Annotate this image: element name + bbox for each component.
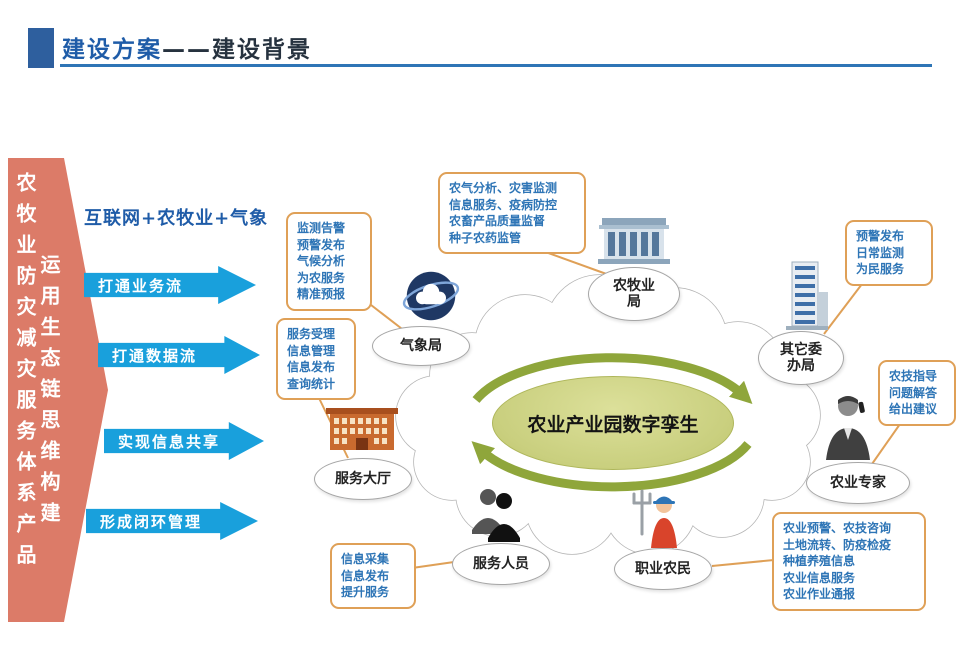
office-tower-icon — [786, 261, 828, 330]
node-label: 职业农民 — [635, 560, 691, 577]
staff-people-icon — [472, 489, 520, 542]
callout-service-staff: 信息采集信息发布提升服务 — [330, 543, 416, 609]
node-label: 服务人员 — [473, 555, 529, 572]
callout-farmer: 农业预警、农技咨询土地流转、防疫检疫种植养殖信息农业信息服务农业作业通报 — [772, 512, 926, 611]
node-agri-expert: 农业专家 — [806, 462, 910, 504]
flow-arrow-info-share: 实现信息共享 — [104, 422, 264, 460]
node-professional-farmer: 职业农民 — [614, 548, 712, 590]
page-title-main: 建设方案 — [62, 37, 162, 63]
title-accent-square — [28, 28, 54, 68]
node-label: 农业专家 — [830, 474, 886, 491]
node-label: 气象局 — [400, 337, 442, 354]
node-service-hall: 服务大厅 — [314, 458, 412, 500]
callout-weather-bureau: 监测告警预警发布气候分析为农服务精准预报 — [286, 212, 372, 311]
banner-text-right: 运用生态链思维构建 — [37, 254, 61, 533]
node-label: 其它委办局 — [780, 341, 822, 374]
internet-agri-weather-heading: 互联网+农牧业+气象 — [84, 208, 269, 229]
callout-agri-expert: 农技指导问题解答给出建议 — [878, 360, 956, 426]
flow-arrow-data: 打通数据流 — [98, 336, 260, 374]
digital-twin-center: 农业产业园数字孪生 — [492, 376, 734, 470]
node-service-staff: 服务人员 — [452, 543, 550, 585]
node-agri-husbandry-bureau: 农牧业局 — [588, 267, 680, 321]
node-label: 服务大厅 — [335, 470, 391, 487]
callout-other-committees: 预警发布日常监测为民服务 — [845, 220, 933, 286]
weather-globe-icon — [402, 271, 460, 321]
node-weather-bureau: 气象局 — [372, 326, 470, 366]
flow-arrow-label: 形成闭环管理 — [100, 512, 203, 531]
flow-arrow-label: 打通数据流 — [112, 346, 198, 365]
farmer-icon — [632, 489, 677, 548]
service-hall-icon — [326, 408, 398, 450]
title-divider — [60, 64, 932, 67]
flow-arrow-closed-loop: 形成闭环管理 — [86, 502, 258, 540]
callout-agri-bureau: 农气分析、灾害监测信息服务、疫病防控农畜产品质量监督种子农药监管 — [438, 172, 586, 255]
expert-person-icon — [826, 396, 870, 460]
node-other-committees: 其它委办局 — [758, 331, 844, 385]
flow-arrow-business: 打通业务流 — [84, 266, 256, 304]
flow-arrow-label: 实现信息共享 — [118, 432, 221, 451]
banner-text-left: 农牧业防灾减灾服务体系产品 — [13, 172, 37, 575]
callout-service-hall: 服务受理信息管理信息发布查询统计 — [276, 318, 356, 401]
flow-arrow-label: 打通业务流 — [98, 276, 184, 295]
page-title-sub: ——建设背景 — [162, 37, 312, 63]
gov-building-icon — [598, 218, 670, 264]
node-label: 农牧业局 — [613, 277, 655, 310]
page-title: 建设方案——建设背景 — [62, 30, 312, 64]
